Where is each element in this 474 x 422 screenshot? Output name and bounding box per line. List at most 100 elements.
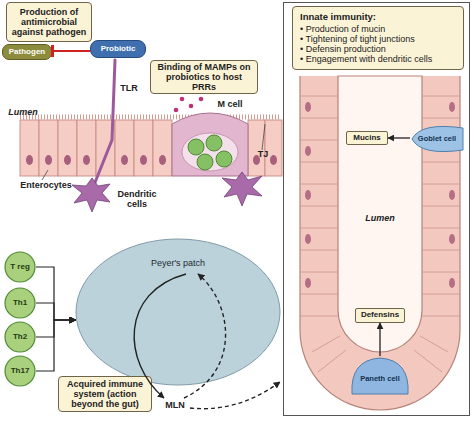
pathogen-shape: Pathogen <box>2 44 52 60</box>
nucleus <box>64 155 71 165</box>
label-box: Mucins <box>346 131 388 145</box>
nucleus <box>270 155 277 165</box>
node-text: Innate immunity: <box>300 12 376 23</box>
enterocyte <box>77 120 96 176</box>
info-box: Innate immunity:• Production of mucin• T… <box>292 6 464 70</box>
paneth-cell: Paneth cell <box>349 356 411 396</box>
node-body-line: • Engagement with dendritic cells <box>300 54 432 64</box>
lymphocyte <box>216 151 232 167</box>
nucleus <box>45 155 52 165</box>
nucleus <box>305 190 311 200</box>
nucleus <box>26 155 33 165</box>
brush-border <box>20 115 280 120</box>
nucleus <box>449 102 455 112</box>
nucleus <box>449 190 455 200</box>
t-cell-circle: T reg <box>4 251 36 283</box>
lymphocytes <box>188 135 232 170</box>
node-body-line: • Tightening of tight junctions <box>300 34 415 44</box>
part-label: Lumen <box>358 214 402 224</box>
flow-arrow <box>190 382 280 409</box>
dendritic-cell <box>72 178 110 212</box>
node-text: Pathogen <box>9 48 45 57</box>
node-text: Paneth cell <box>360 375 400 383</box>
t-cell-circle: Th17 <box>4 355 36 387</box>
part-label: M cell <box>212 100 248 110</box>
nucleus <box>140 155 147 165</box>
lymphocyte <box>197 154 213 170</box>
goblet-cell: Goblet cell <box>410 124 464 154</box>
part-label: Lumen <box>4 108 42 118</box>
arrow-connector <box>36 267 76 320</box>
nucleus <box>305 278 311 288</box>
enterocyte <box>58 120 77 176</box>
node-text: T reg <box>10 263 30 272</box>
inhibition-line <box>52 50 90 52</box>
node-text: Probiotic <box>101 45 136 54</box>
node-body-line: • Production of mucin <box>300 24 385 34</box>
node-text: Th1 <box>13 299 27 308</box>
arrow-connector <box>36 320 76 337</box>
t-cell-circle: Th1 <box>4 287 36 319</box>
node-text: Th2 <box>13 333 27 342</box>
cell-borders <box>300 96 460 372</box>
node-text: Binding of MAMPs on probiotics to host P… <box>154 62 254 92</box>
arrow-connector <box>388 137 410 138</box>
arrow-connector <box>36 320 76 371</box>
dendrite <box>92 60 115 190</box>
panel-frame <box>284 3 470 416</box>
node-text: Goblet cell <box>418 135 456 143</box>
lymphocyte <box>206 135 222 151</box>
antigen-dot <box>174 108 179 113</box>
node-text: Mucins <box>353 134 381 143</box>
nucleus <box>305 234 311 244</box>
enterocyte <box>20 120 39 176</box>
part-label: Enterocytes <box>18 181 74 191</box>
probiotic-shape: Probiotic <box>90 40 146 58</box>
nucleus <box>449 234 455 244</box>
label-box: Defensins <box>355 308 405 323</box>
m-cell-pocket <box>182 133 238 171</box>
circle-shape <box>5 322 35 352</box>
nucleus <box>449 278 455 288</box>
circle-shape <box>5 356 35 386</box>
part-label: TJ <box>254 150 272 160</box>
ellipse-shape <box>76 239 280 385</box>
crypt-wall <box>300 76 460 410</box>
arrow-connector <box>379 323 380 356</box>
part-label: Dendritic cells <box>112 190 162 210</box>
nucleus <box>305 102 311 112</box>
peyers-patch-ellipse: Peyer's patch <box>75 238 281 386</box>
nucleus <box>159 155 166 165</box>
crypt-lumen <box>338 76 422 352</box>
nucleus <box>121 155 128 165</box>
enterocyte <box>248 120 265 176</box>
paneth-shape <box>352 358 408 394</box>
nucleus <box>305 146 311 156</box>
antigen-dot <box>199 97 204 102</box>
dendritic-cell <box>222 172 262 206</box>
leader-line <box>42 170 48 180</box>
enterocyte <box>153 120 172 176</box>
m-cell <box>172 113 248 176</box>
node-text: Defensins <box>361 311 399 320</box>
antigen-dot <box>189 104 194 109</box>
arrow-connector <box>36 303 76 320</box>
part-label: MLN <box>160 401 190 411</box>
node-text: Peyer's patch <box>151 258 205 268</box>
circle-shape <box>5 252 35 282</box>
node-text: Production of antimicrobial against path… <box>10 7 88 37</box>
node-body-line: • Defensin production <box>300 44 386 54</box>
callout-box: Production of antimicrobial against path… <box>6 2 92 42</box>
antigen-dot <box>180 97 185 102</box>
circle-shape <box>5 288 35 318</box>
node-text: Acquired immune system (action beyond th… <box>62 379 148 409</box>
t-cell-circle: Th2 <box>4 321 36 353</box>
enterocyte <box>134 120 153 176</box>
callout-box: Binding of MAMPs on probiotics to host P… <box>150 60 258 94</box>
enterocyte <box>115 120 134 176</box>
enterocyte <box>39 120 58 176</box>
leader-line <box>262 124 265 150</box>
node-text: Th17 <box>11 367 30 376</box>
goblet-shape <box>412 126 463 151</box>
